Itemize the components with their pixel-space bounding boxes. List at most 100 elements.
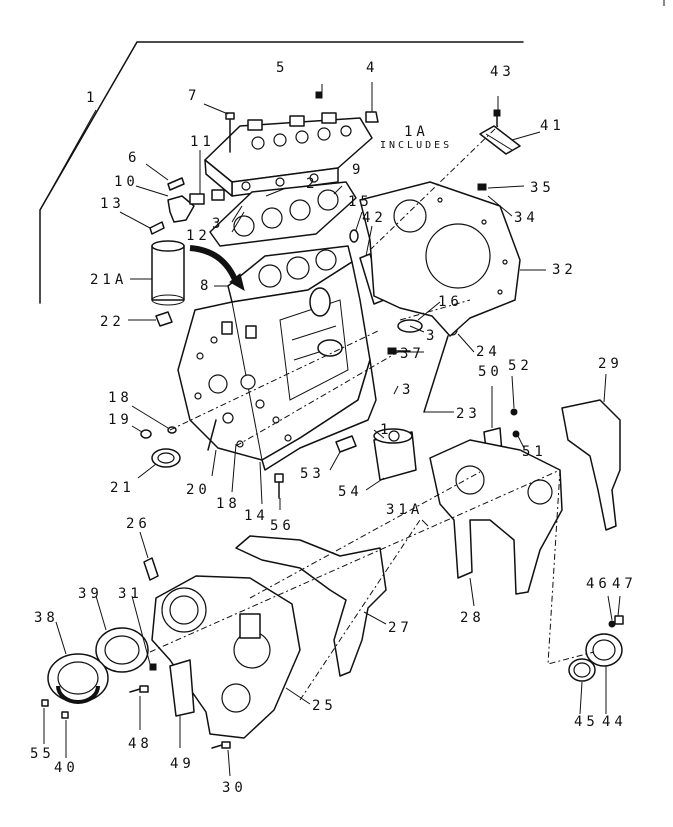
part-52 [510, 408, 518, 416]
callout-31A: 31A [386, 502, 423, 518]
callout-35: 35 [530, 180, 555, 196]
callout-29: 29 [598, 356, 623, 372]
bolt-31 [149, 663, 157, 671]
callout-54: 54 [338, 484, 363, 500]
dowel-15 [349, 229, 359, 243]
cylinder-head [204, 112, 373, 197]
callout-55: 55 [30, 746, 55, 762]
nut-5 [315, 91, 323, 99]
callout-20: 20 [186, 482, 211, 498]
callout-39: 39 [78, 586, 103, 602]
cylinder-block [177, 245, 377, 471]
callout-49: 49 [170, 756, 195, 772]
callout-10: 10 [114, 174, 139, 190]
callout-21A: 21A [90, 272, 127, 288]
callout-2: 2 [306, 176, 318, 192]
callout-41: 41 [540, 118, 565, 134]
callout-3: 3 [212, 216, 224, 232]
callout-18a: 18 [108, 390, 133, 406]
seal-ring-39 [95, 627, 149, 673]
callout-48: 48 [128, 736, 153, 752]
callout-28: 28 [460, 610, 485, 626]
bolt-48 [129, 685, 149, 693]
callout-34: 34 [514, 210, 539, 226]
callout-7: 7 [188, 88, 200, 104]
callout-31: 31 [118, 586, 143, 602]
callout-13: 13 [100, 196, 125, 212]
callout-32: 32 [552, 262, 577, 278]
thermostat-11 [189, 189, 225, 205]
gasket-27 [235, 535, 387, 677]
callout-56: 56 [270, 518, 295, 534]
callout-11: 11 [190, 134, 215, 150]
callout-38: 38 [34, 610, 59, 626]
callout-21: 21 [110, 480, 135, 496]
tube-20 [207, 419, 217, 451]
callout-42: 42 [362, 210, 387, 226]
callout-3c: 3 [402, 382, 414, 398]
bolt-56 [274, 473, 284, 499]
assembly-centerlines [149, 125, 595, 701]
callout-15: 15 [348, 194, 373, 210]
callout-46: 46 [586, 576, 611, 592]
callout-43: 43 [490, 64, 515, 80]
callout-6: 6 [128, 150, 140, 166]
callout-26: 26 [126, 516, 151, 532]
callout-37: 37 [400, 346, 425, 362]
seal-21 [151, 448, 181, 468]
plug-19 [140, 429, 152, 439]
callout-53: 53 [300, 466, 325, 482]
bolt-35 [477, 183, 487, 191]
bolt-47 [614, 615, 624, 625]
callout-1A: 1A [404, 124, 429, 140]
plate-49 [169, 659, 195, 717]
callout-44: 44 [602, 714, 627, 730]
callout-27: 27 [388, 620, 413, 636]
head-gasket-9 [209, 181, 357, 247]
callout-3b: 3 [426, 328, 438, 344]
leader-lines [39, 82, 621, 777]
callout-5: 5 [276, 60, 288, 76]
bolt-40 [61, 711, 69, 719]
cover-44 [585, 633, 623, 667]
callout-18b: 18 [216, 496, 241, 512]
callout-40: 40 [54, 760, 79, 776]
bolt-46 [608, 620, 616, 628]
callout-4: 4 [366, 60, 378, 76]
callout-9: 9 [352, 162, 364, 178]
front-plate-28 [429, 439, 563, 595]
head-bolt-7 [225, 112, 235, 153]
callout-22: 22 [100, 314, 125, 330]
adapter-53 [335, 435, 357, 453]
cover-41 [479, 125, 521, 155]
plug-22 [155, 311, 173, 327]
oil-filter-54 [373, 428, 417, 481]
callout-52: 52 [508, 358, 533, 374]
cylinder-liner-21A [151, 240, 185, 306]
install-arrow [189, 245, 239, 284]
sensor-26 [143, 557, 159, 581]
callout-includes: INCLUDES [380, 140, 452, 151]
callout-14: 14 [244, 508, 269, 524]
part-51 [512, 430, 520, 438]
install-arrow-head [229, 273, 245, 292]
callout-30: 30 [222, 780, 247, 796]
sensor-6 [167, 177, 185, 191]
callout-16: 16 [438, 294, 463, 310]
callout-1: 1 [86, 90, 98, 106]
plug-13 [149, 221, 165, 235]
callout-23: 23 [456, 406, 481, 422]
callout-47: 47 [612, 576, 637, 592]
outlet-elbow-10 [167, 195, 195, 223]
callout-labels: 1 5 4 43 7 1A INCLUDES 41 11 6 2 9 10 35… [30, 60, 637, 796]
callout-8: 8 [200, 278, 212, 294]
callout-51: 51 [522, 444, 547, 460]
callout-12: 12 [186, 228, 211, 244]
callout-19: 19 [108, 412, 133, 428]
callout-50: 50 [478, 364, 503, 380]
callout-25: 25 [312, 698, 337, 714]
adapter-plate-32 [359, 181, 521, 337]
callout-45: 45 [574, 714, 599, 730]
bolt-55 [41, 699, 49, 707]
gasket-29 [561, 399, 621, 531]
